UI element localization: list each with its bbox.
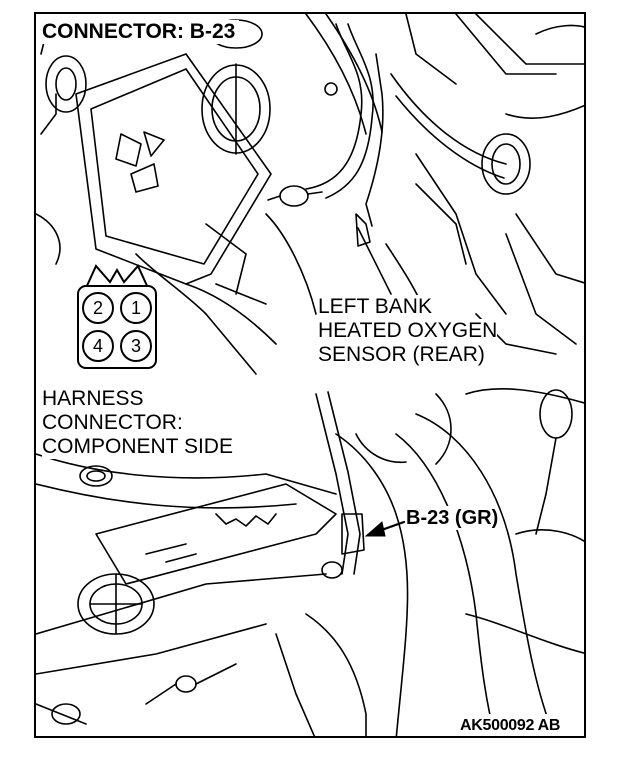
sensor-label: LEFT BANK HEATED OXYGEN SENSOR (REAR)	[318, 295, 498, 367]
pin-3-label: 3	[131, 336, 141, 356]
figure-id: AK500092 AB	[460, 714, 560, 736]
lower-engine-view	[36, 388, 584, 736]
pin-circle-3	[120, 330, 152, 362]
pin-circle-4	[82, 330, 114, 362]
pin-circle-2	[82, 292, 114, 324]
upper-engine-view	[36, 14, 584, 375]
pin-4-label: 4	[93, 336, 103, 356]
pin-2-label: 2	[93, 298, 103, 318]
pin-1-label: 1	[131, 298, 141, 318]
sensor-label-line-2: HEATED OXYGEN	[318, 319, 498, 343]
diagram-frame: 2 1 4 3 CONNECTOR: B-23 LEFT BANK HEATED…	[34, 12, 586, 738]
sensor-label-line-1: LEFT BANK	[318, 295, 432, 319]
connector-pin-diagram: 2 1 4 3	[77, 264, 157, 369]
sensor-label-line-3: SENSOR (REAR)	[318, 343, 485, 367]
engine-illustration	[36, 14, 584, 736]
callout-arrow	[364, 521, 386, 537]
connector-latch	[84, 264, 150, 289]
harness-connector-label: HARNESS CONNECTOR: COMPONENT SIDE	[42, 387, 237, 459]
pin-circle-1	[120, 292, 152, 324]
harness-label-line-1: HARNESS	[42, 387, 144, 410]
connector-title: CONNECTOR: B-23	[42, 20, 240, 44]
harness-label-line-2: CONNECTOR:	[42, 411, 183, 434]
connector-callout-label: B-23 (GR)	[406, 506, 499, 530]
harness-label-line-3: COMPONENT SIDE	[42, 435, 233, 458]
